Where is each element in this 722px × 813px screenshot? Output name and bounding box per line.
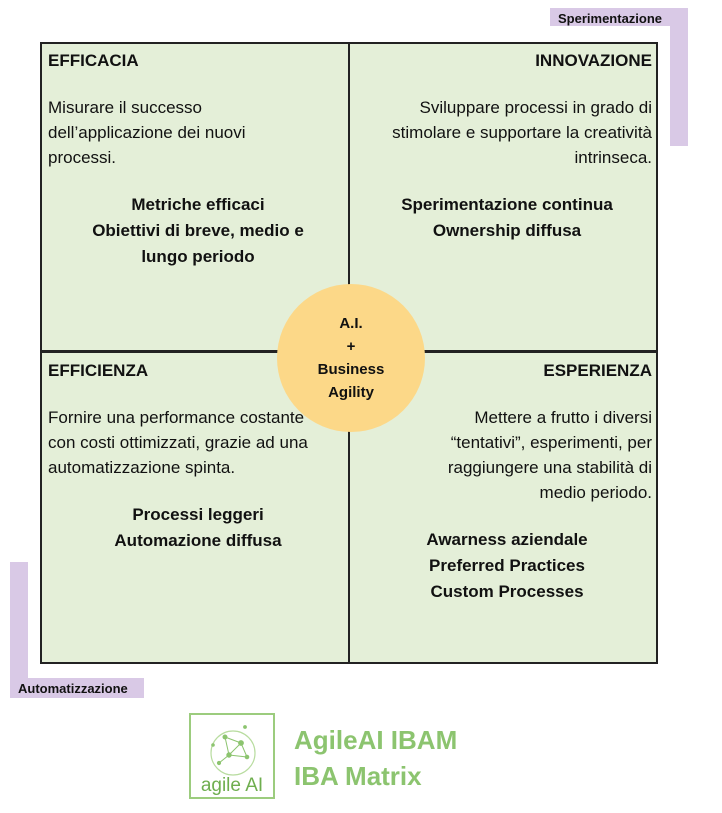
quadrant-description: Sviluppare processi in grado di stimolar… xyxy=(392,98,652,167)
logo-title-line1: AgileAI IBAM xyxy=(294,725,458,755)
quadrant-item: Preferred Practices xyxy=(429,556,585,575)
agileai-logo: agile AI xyxy=(189,713,275,799)
quadrant-esperienza: ESPERIENZA Mettere a frutto i diversi “t… xyxy=(352,358,652,605)
logo-mark-text: agile AI xyxy=(201,775,263,796)
quadrant-item: lungo periodo xyxy=(141,247,255,266)
quadrant-description: Fornire una performance costante con cos… xyxy=(48,408,308,477)
quadrant-items: Sperimentazione continua Ownership diffu… xyxy=(362,192,652,244)
top-right-bracket-horizontal xyxy=(550,8,688,26)
quadrant-item: Ownership diffusa xyxy=(432,221,582,240)
quadrant-item: Obiettivi di breve, medio e xyxy=(92,221,304,240)
center-line: + xyxy=(346,338,356,355)
quadrant-item: Custom Processes xyxy=(430,582,584,601)
top-right-bracket-vertical xyxy=(670,8,688,146)
logo-title-line2: IBA Matrix xyxy=(294,761,422,791)
center-line: Agility xyxy=(328,384,374,401)
center-circle-ai-business-agility: A.I. + Business Agility xyxy=(277,284,425,432)
quadrant-description: Mettere a frutto i diversi “tentativi”, … xyxy=(447,408,652,502)
quadrant-title: EFFICACIA xyxy=(48,51,139,70)
bottom-left-bracket-horizontal xyxy=(10,678,144,698)
quadrant-description: Misurare il successo dell’applicazione d… xyxy=(48,98,246,167)
center-line: Business xyxy=(317,361,385,378)
quadrant-title: INNOVAZIONE xyxy=(535,51,652,70)
quadrant-item: Automazione diffusa xyxy=(114,531,282,550)
quadrant-item: Processi leggeri xyxy=(132,505,264,524)
quadrant-item: Metriche efficaci xyxy=(131,195,265,214)
bottom-left-bracket-vertical xyxy=(10,562,28,698)
logo-title: AgileAI IBAM IBA Matrix xyxy=(294,722,457,794)
quadrant-items: Metriche efficaci Obiettivi di breve, me… xyxy=(48,192,348,270)
quadrant-efficacia: EFFICACIA Misurare il successo dell’appl… xyxy=(48,48,348,270)
center-line: A.I. xyxy=(339,315,363,332)
network-icon: agile AI xyxy=(201,725,263,796)
quadrant-item: Awarness aziendale xyxy=(426,530,588,549)
quadrant-title: ESPERIENZA xyxy=(543,361,652,380)
tag-sperimentazione: Sperimentazione xyxy=(558,11,663,26)
quadrant-title: EFFICIENZA xyxy=(48,361,149,380)
tag-automatizzazione: Automatizzazione xyxy=(18,681,128,696)
quadrant-items: Processi leggeri Automazione diffusa xyxy=(48,502,348,554)
quadrant-items: Awarness aziendale Preferred Practices C… xyxy=(362,527,652,605)
quadrant-efficienza: EFFICIENZA Fornire una performance costa… xyxy=(48,358,348,554)
quadrant-innovazione: INNOVAZIONE Sviluppare processi in grado… xyxy=(352,48,652,244)
quadrant-item: Sperimentazione continua xyxy=(401,195,613,214)
